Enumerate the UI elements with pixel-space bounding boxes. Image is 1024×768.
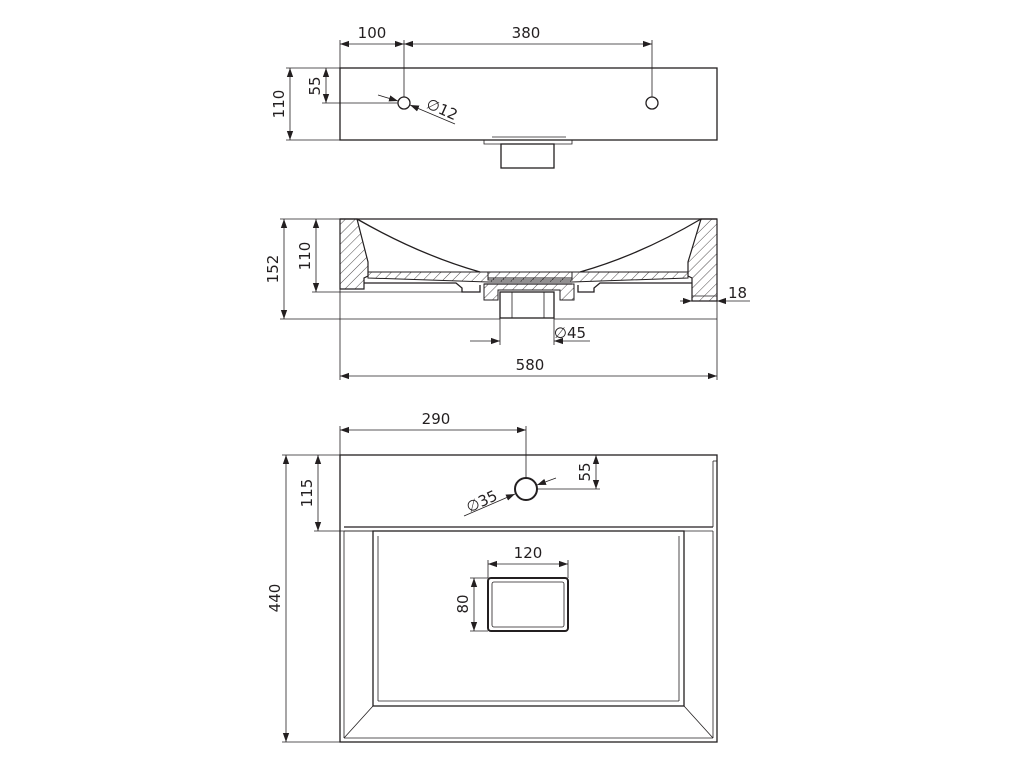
dim-depth-label: 110 [270,90,288,119]
dim-hole-spacing-label: 380 [512,24,541,42]
dim-total-width-label: 580 [516,356,545,374]
basin-inner-outline [372,530,685,707]
dim-hole-depth-label: 55 [306,76,324,95]
dim-deck-depth-label: 115 [298,479,316,508]
drain-outlet [499,291,555,319]
tap-hole [514,477,538,501]
dim-basin-height-label: 110 [296,242,314,271]
dim-tap-hole-diameter-label: ∅35 [464,487,501,517]
drain-body [483,271,575,319]
left-wall-section [339,218,369,290]
dim-drain-diameter-label: ∅45 [554,324,586,342]
section-view: 152 110 18 ∅45 580 [264,218,750,380]
dim-hole-offset-label: 100 [358,24,387,42]
right-wall-section [687,218,718,302]
dim-drain-depth-label: 80 [454,594,472,613]
dim-total-height-label: 152 [264,255,282,284]
dim-hole-diameter-label: ∅12 [424,95,461,125]
plan-view-outline [339,454,718,743]
tap-hole-right [645,96,659,110]
dim-wall-label: 18 [728,284,747,302]
plan-view: 290 115 440 55 ∅35 120 80 [266,410,718,743]
dim-tap-hole-depth-label: 55 [576,462,594,481]
drain-grate-inner [491,581,565,628]
dim-drain-width-label: 120 [514,544,543,562]
drain-stub [483,136,573,169]
dim-total-depth-label: 440 [266,584,284,613]
drain-grate-outer [487,577,569,632]
top-view-outline [339,67,718,141]
top-view: 100 380 110 55 ∅12 [270,24,718,169]
dim-tap-hole-offset-label: 290 [422,410,451,428]
tap-hole-left [397,96,411,110]
